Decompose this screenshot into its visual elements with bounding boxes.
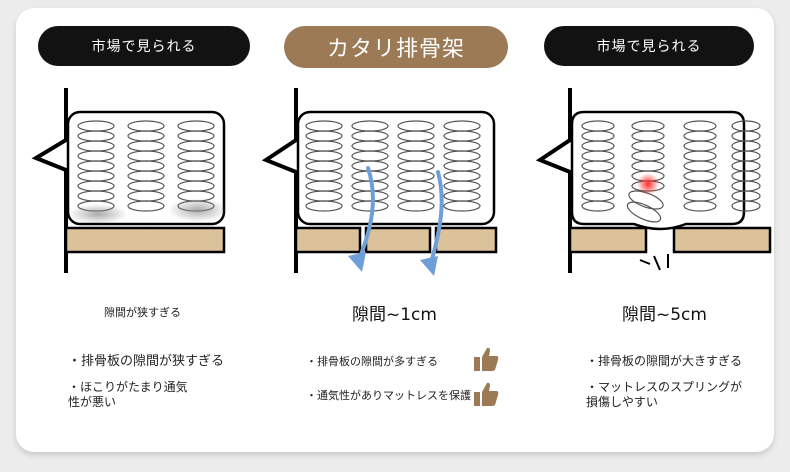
bullet-wide-3: 損傷しやすい xyxy=(586,395,658,409)
slat-board xyxy=(434,226,498,254)
slat-board xyxy=(672,226,772,254)
spring-coil-icon xyxy=(77,120,215,212)
header-market-right-label: 市場で見られる xyxy=(596,39,702,55)
thumbs-up-icon xyxy=(474,382,499,406)
caption-narrow-gap: 隙間が狭すぎる xyxy=(104,306,181,319)
slat-board xyxy=(294,226,362,254)
diagram-narrow-gap xyxy=(31,88,228,273)
caption-wide-gap: 隙間~5cm xyxy=(622,305,707,325)
spring-coil-icon xyxy=(581,120,761,223)
header-katari: カタリ排骨架 xyxy=(284,26,508,68)
dust-shadow xyxy=(68,204,128,224)
wall-line xyxy=(262,88,298,273)
header-katari-label: カタリ排骨架 xyxy=(326,37,465,62)
thumbs-up-icon xyxy=(474,347,499,371)
header-market-left: 市場で見られる xyxy=(38,26,250,66)
bullet-katari-2: ・通気性がありマットレスを保護 xyxy=(306,389,471,402)
mattress-outline xyxy=(296,110,496,226)
slat-board xyxy=(64,226,226,254)
caption-katari-gap: 隙間~1cm xyxy=(352,305,437,325)
red-pressure-dot-icon xyxy=(637,173,659,195)
airflow-arrow-icon xyxy=(348,252,366,272)
diagram-katari-gap xyxy=(262,88,498,276)
airflow-arrow-icon xyxy=(420,256,438,276)
dust-shadow xyxy=(168,198,228,222)
bullet-katari-1: ・排骨板の隙間が多すぎる xyxy=(306,355,438,368)
bullet-wide-1: ・排骨板の隙間が大きすぎる xyxy=(586,354,743,368)
impact-lines xyxy=(639,254,669,271)
spring-coil-icon xyxy=(305,120,481,212)
bullet-narrow-2: ・ほこりがたまり通気 xyxy=(68,380,188,394)
header-market-left-label: 市場で見られる xyxy=(91,39,197,55)
header-market-right: 市場で見られる xyxy=(544,26,754,66)
wall-line xyxy=(536,88,572,273)
airflow-arrow-icon xyxy=(356,166,444,268)
bullet-narrow-1: ・排骨板の隙間が狭すぎる xyxy=(68,354,225,369)
slat-board xyxy=(568,226,648,254)
wall-line xyxy=(31,88,68,273)
bullet-narrow-3: 性が悪い xyxy=(68,395,117,409)
bullet-wide-2: ・マットレスのスプリングが xyxy=(586,380,743,394)
slat-board xyxy=(364,226,432,254)
diagram-wide-gap xyxy=(536,88,772,273)
